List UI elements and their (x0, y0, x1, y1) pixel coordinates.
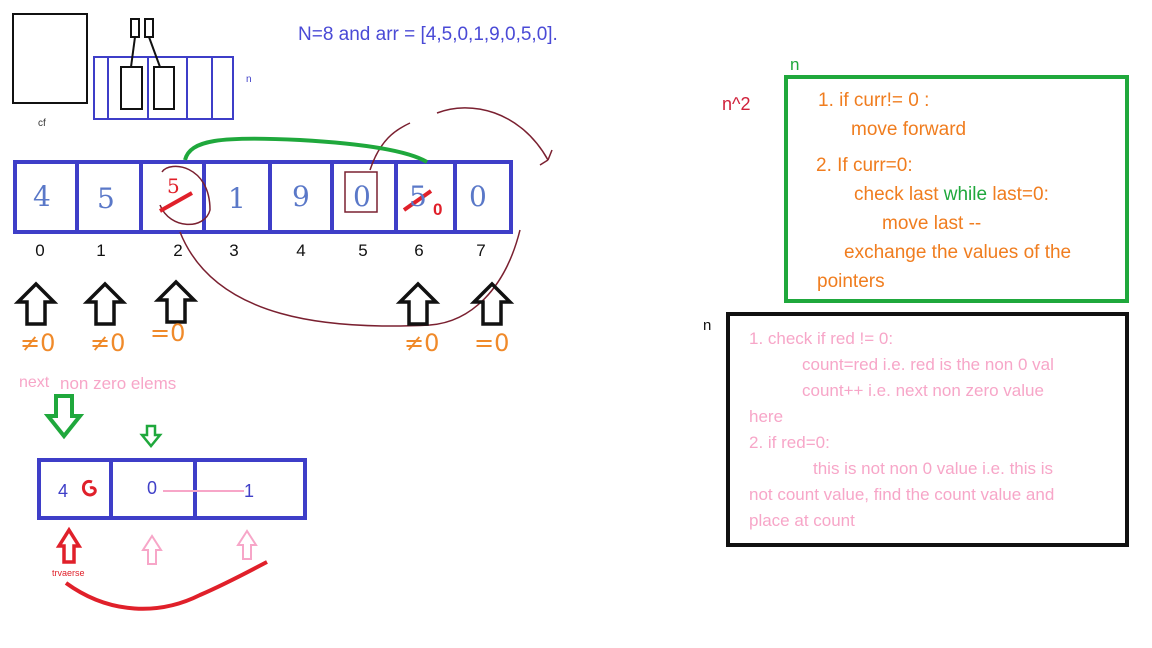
condition-0: ≠0 (20, 329, 56, 357)
condition-6: ≠0 (404, 329, 440, 357)
index-4: 4 (296, 241, 306, 260)
array-values: 4 5 5 1 9 0 5 0 0 (15, 162, 511, 232)
strike-index-2 (159, 191, 193, 213)
sub-array (37, 458, 307, 520)
n-squared-label: n^2 (722, 94, 751, 114)
traverse-arrow (55, 526, 83, 564)
black-n-label: n (703, 317, 712, 334)
green-box-line-4c: last=0: (987, 184, 1049, 205)
green-box-line-1: 1. if curr!= 0 : (818, 90, 930, 111)
black-box-line-1: 1. check if red != 0: (749, 329, 894, 348)
condition-7: =0 (474, 329, 510, 357)
small-n-label: n (246, 74, 252, 85)
green-box-line-5: move last -- (882, 213, 982, 234)
green-swap-arc (183, 136, 429, 164)
black-box-line-4: here (749, 407, 784, 426)
green-box-line-3: 2. If curr=0: (816, 155, 913, 176)
green-box-line-4a: check last (854, 184, 944, 205)
array-value-0: 4 (33, 180, 51, 213)
condition-1: ≠0 (90, 329, 126, 357)
index-3: 3 (229, 241, 239, 260)
array-value-4: 9 (292, 180, 310, 213)
black-box-line-5: 2. if red=0: (749, 433, 830, 452)
cf-box (12, 13, 88, 104)
swap-arcs (159, 107, 553, 327)
index-6: 6 (414, 241, 424, 260)
next-label: next (19, 374, 50, 391)
sub-array-value-2: 1 (244, 481, 255, 501)
black-box-line-7: not count value, find the count value an… (749, 485, 1055, 504)
green-box-line-7: pointers (817, 271, 885, 292)
red-swirl (82, 479, 97, 497)
small-array (93, 56, 234, 120)
black-box-line-3: count++ i.e. next non zero value (802, 381, 1044, 400)
sub-array-value-1: 0 (147, 478, 158, 498)
black-box-line-6: this is not non 0 value i.e. this is (813, 459, 1054, 478)
green-n-label: n (790, 55, 800, 74)
green-down-arrows (43, 394, 163, 448)
black-pointer-arrows (13, 279, 515, 326)
green-box-line-2: move forward (851, 119, 967, 140)
traverse-label: trvaerse (52, 568, 85, 578)
sub-array-value-0: 4 (58, 481, 69, 501)
problem-statement: N=8 and arr = [4,5,0,1,9,0,5,0]. (298, 24, 558, 45)
array-value-7: 0 (469, 180, 487, 213)
condition-2: =0 (150, 319, 186, 347)
black-box-line-2: count=red i.e. red is the non 0 val (802, 355, 1054, 374)
index-5: 5 (358, 241, 368, 260)
while-keyword: while (943, 184, 988, 205)
cf-label: cf (38, 118, 46, 129)
non-zero-elems-label: non zero elems (60, 374, 177, 393)
index-1: 1 (96, 241, 106, 260)
array-value-3: 1 (228, 182, 246, 215)
black-algorithm-box (726, 312, 1129, 547)
index-7: 7 (476, 241, 486, 260)
array-value-5: 0 (353, 180, 371, 213)
array-value-6: 5 (409, 180, 427, 213)
array-value-1: 5 (97, 182, 115, 215)
green-algorithm-box (784, 75, 1129, 303)
green-box-line-4: check last while last=0: (854, 180, 1049, 209)
pink-up-arrow-1 (141, 534, 163, 565)
red-swoop (64, 560, 268, 611)
index-0: 0 (35, 241, 45, 260)
pink-up-arrow-2 (236, 529, 258, 560)
array-value-2: 5 (167, 174, 180, 198)
black-box-line-8: place at count (749, 511, 855, 530)
overwrite-subscript: 0 (433, 200, 443, 219)
index-2: 2 (173, 241, 183, 260)
small-array-pointers (120, 18, 175, 110)
strike-index-6 (402, 189, 433, 212)
green-box-line-6: exchange the values of the (844, 242, 1072, 263)
